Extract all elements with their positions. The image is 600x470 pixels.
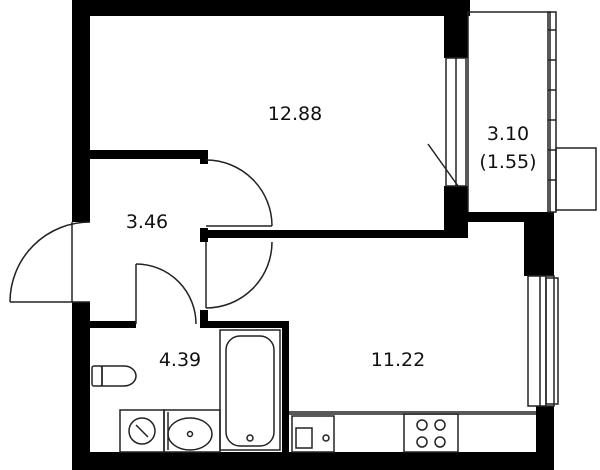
- balcony-area-label: 3.10: [487, 123, 529, 145]
- kitchen-fixtures: [289, 411, 536, 453]
- wall-left-upper: [72, 0, 90, 222]
- wall-living-right-upper: [444, 0, 468, 58]
- sink-icon: [163, 409, 221, 453]
- stove-icon: [403, 413, 459, 453]
- wall-living-right-lower: [444, 186, 468, 236]
- balcony-door-leaf: [427, 143, 459, 187]
- wall-bath-right: [282, 321, 289, 452]
- wall-living-door-stub: [200, 228, 208, 242]
- walls: [72, 0, 554, 470]
- living-room-window: [445, 57, 467, 187]
- wall-top: [72, 0, 470, 16]
- wall-hall-top: [90, 150, 206, 159]
- wall-bath-top-left: [90, 321, 136, 328]
- wall-bath-door-stub: [200, 310, 208, 328]
- entrance-door: [9, 221, 91, 303]
- bathroom-door: [135, 263, 197, 325]
- kitchen-window: [527, 275, 559, 407]
- wall-bath-top-right: [206, 321, 288, 328]
- bathroom-fixtures: [91, 329, 281, 453]
- wall-kitchen-right-lower: [536, 406, 554, 470]
- wall-kitchen-right-pillar: [524, 212, 554, 276]
- washing-machine-icon: [119, 409, 165, 453]
- wall-bottom: [72, 452, 550, 470]
- bathtub-icon: [219, 329, 281, 451]
- toilet-icon: [91, 365, 137, 387]
- living-room-area-label: 12.88: [268, 103, 322, 125]
- wall-left-lower: [72, 302, 90, 470]
- kitchen-door: [205, 241, 273, 309]
- balcony: [467, 11, 597, 213]
- hallway-area-label: 3.46: [126, 211, 168, 233]
- wall-balcony-bottom: [468, 212, 554, 222]
- wall-living-bottom: [206, 230, 468, 238]
- kitchen-sink-icon: [291, 415, 335, 453]
- wall-hall-door-stub: [200, 150, 208, 164]
- balcony-reduced-area-label: (1.55): [479, 151, 536, 173]
- living-room-door: [205, 159, 273, 227]
- bathroom-area-label: 4.39: [159, 349, 201, 371]
- kitchen-area-label: 11.22: [371, 349, 425, 371]
